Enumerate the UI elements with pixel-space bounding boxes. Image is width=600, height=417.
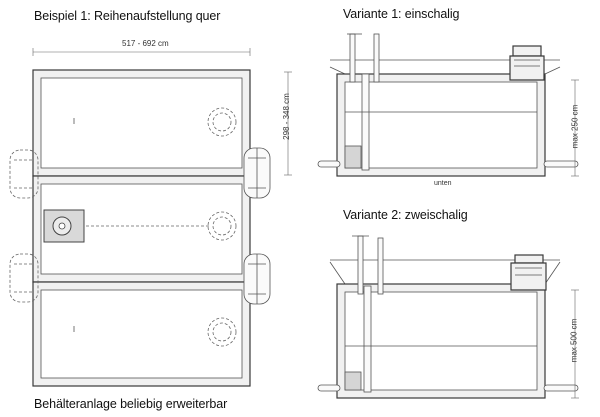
variant1-access-dome: [509, 45, 545, 81]
variant2-title: Variante 2: zweischalig: [343, 208, 468, 222]
left-diagram-footer: Behälteranlage beliebig erweiterbar: [34, 397, 228, 411]
tank-2: [32, 175, 251, 283]
variant1-height-dimension: [571, 79, 579, 177]
plan-view-diagram: [9, 48, 292, 387]
width-dimension-label: 517 - 692 cm: [122, 39, 169, 48]
variant2-riser-pipes: [344, 235, 384, 393]
tank-3: [32, 281, 251, 387]
variant2-section-diagram: [317, 235, 579, 399]
pump-shaft: [43, 209, 85, 243]
tank-1: [32, 69, 251, 177]
variant1-outlet-pipes: [317, 160, 579, 168]
left-diagram-title: Beispiel 1: Reihenaufstellung quer: [34, 9, 221, 23]
depth-dimension-line: [284, 71, 292, 176]
connection-pipe-right-2: [243, 253, 271, 305]
variant1-section-diagram: [317, 33, 579, 177]
variant1-riser-pipes: [344, 33, 380, 171]
variant1-title: Variante 1: einschalig: [343, 7, 460, 21]
connection-pipe-right-1: [243, 147, 271, 199]
variant2-outlet-pipes: [317, 384, 579, 392]
variant1-bottom-label: unten: [434, 180, 452, 187]
connection-pipe-left-2: [9, 253, 39, 303]
variant2-height-dimension: [571, 289, 579, 399]
connection-pipe-left-1: [9, 149, 39, 199]
width-dimension-line: [32, 48, 251, 56]
variant2-access-dome: [510, 254, 547, 291]
